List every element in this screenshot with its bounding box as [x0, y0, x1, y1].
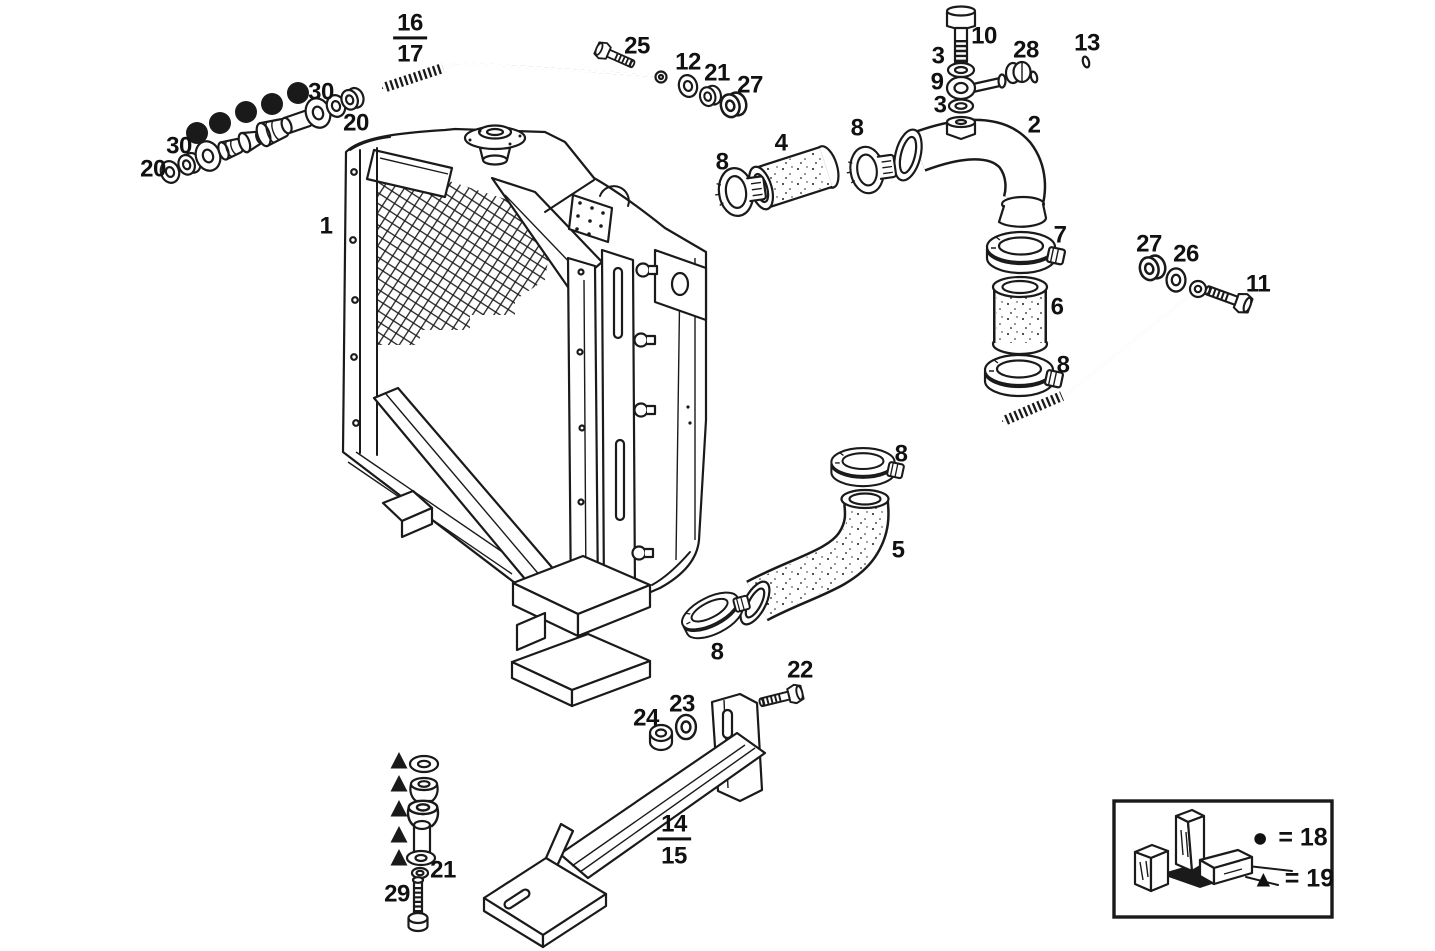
- fitting-9: [945, 73, 1007, 101]
- tie-rod-16-17: [382, 61, 668, 92]
- hose-clamp-8: [983, 353, 1065, 398]
- parts-packet-icon: [1174, 808, 1206, 873]
- washer: [408, 754, 440, 774]
- mount-stack: [390, 752, 440, 933]
- part-label-22: 22: [787, 656, 813, 684]
- rubber-mount: [409, 776, 439, 803]
- part-label-17: 17: [397, 40, 423, 68]
- washer-23: [674, 713, 698, 741]
- part-label-8: 8: [715, 148, 729, 176]
- parts-packet-icon: [1198, 848, 1254, 886]
- part-label-20: 20: [140, 155, 166, 183]
- legend-box-art: [1112, 799, 1334, 919]
- elbow-pipe-2-assembly: [893, 5, 1091, 228]
- part-label-8: 8: [1056, 351, 1070, 379]
- part-label-25: 25: [624, 32, 650, 60]
- spacer-sleeve: [412, 819, 432, 857]
- bolt-29: [407, 876, 429, 933]
- part-label-5: 5: [891, 536, 905, 564]
- nut-21: [696, 82, 725, 109]
- tube-13: [1029, 55, 1091, 84]
- bolt-10: [945, 5, 977, 64]
- parts-packet-icon: [1133, 843, 1170, 893]
- washer-26: [1165, 267, 1187, 293]
- part-label-20: 20: [343, 109, 369, 137]
- grommet-28: [1004, 60, 1032, 85]
- hose-5-with-clamps: [675, 447, 906, 647]
- part-label-21: 21: [430, 856, 456, 884]
- nut-24: [648, 723, 674, 752]
- part-label-6: 6: [1050, 293, 1064, 321]
- legend-label-19: = 19: [1284, 864, 1335, 893]
- part-label-27: 27: [1136, 230, 1162, 258]
- part-label-1: 1: [319, 212, 333, 240]
- frame-bolts: [631, 262, 659, 561]
- part-label-13: 13: [1074, 29, 1100, 57]
- hose-clamp-8: [842, 141, 900, 197]
- part-label-24: 24: [633, 704, 659, 732]
- nut-27: [1136, 252, 1170, 284]
- legend-label-18: = 18: [1278, 823, 1328, 852]
- legend-row-19: ▲ = 19: [1252, 865, 1334, 894]
- part-label-10: 10: [971, 22, 997, 50]
- hose-4-with-clamps: [710, 141, 900, 220]
- part-label-3: 3: [931, 42, 945, 70]
- part-label-14: 14: [657, 811, 691, 841]
- part-label-30: 30: [308, 78, 334, 106]
- part-label-11: 11: [1245, 270, 1271, 298]
- part-label-27: 27: [737, 71, 763, 99]
- part-label-2: 2: [1027, 111, 1041, 139]
- washer-21: [410, 866, 430, 880]
- part-label-12: 12: [675, 48, 701, 76]
- filled-triangle-icon: ▲: [1252, 865, 1275, 892]
- washer-3-lower: [947, 98, 975, 114]
- part-label-7: 7: [1053, 221, 1067, 249]
- part-label-15: 15: [661, 842, 687, 870]
- bushing: [217, 137, 244, 161]
- bolt-22: [758, 683, 805, 712]
- part-label-16: 16: [393, 10, 427, 40]
- part-label-3: 3: [933, 91, 947, 119]
- washer-12: [675, 71, 701, 101]
- part-label-28: 28: [1013, 36, 1039, 64]
- part-label-26: 26: [1173, 240, 1199, 268]
- part-label-29: 29: [384, 880, 410, 908]
- part-label-8: 8: [894, 440, 908, 468]
- stay-rod-assembly: [1002, 252, 1254, 425]
- washer-3-upper: [946, 61, 976, 79]
- filled-circle-icon: ●: [1252, 822, 1269, 853]
- hose-6-stack: [983, 230, 1067, 398]
- radiator-mount-pad: [510, 632, 652, 708]
- elbow-pipe-2: [893, 115, 1048, 228]
- radiator-part-1: [341, 124, 708, 708]
- hose-clamp-8: [830, 447, 906, 488]
- mount-kit-row: [156, 82, 368, 187]
- part-label-8: 8: [850, 114, 864, 142]
- washer: [405, 849, 437, 867]
- part-label-4: 4: [774, 129, 788, 157]
- part-label-23: 23: [669, 690, 695, 718]
- filler-cap: [463, 124, 527, 166]
- filled-triangle-markers: [390, 752, 408, 866]
- part-label-9: 9: [930, 68, 944, 96]
- support-bracket-14-15: [482, 683, 805, 949]
- part-label-21: 21: [704, 59, 730, 87]
- part-label-30: 30: [166, 132, 192, 160]
- part-label-8: 8: [710, 638, 724, 666]
- legend-row-18: ● = 18: [1252, 824, 1328, 853]
